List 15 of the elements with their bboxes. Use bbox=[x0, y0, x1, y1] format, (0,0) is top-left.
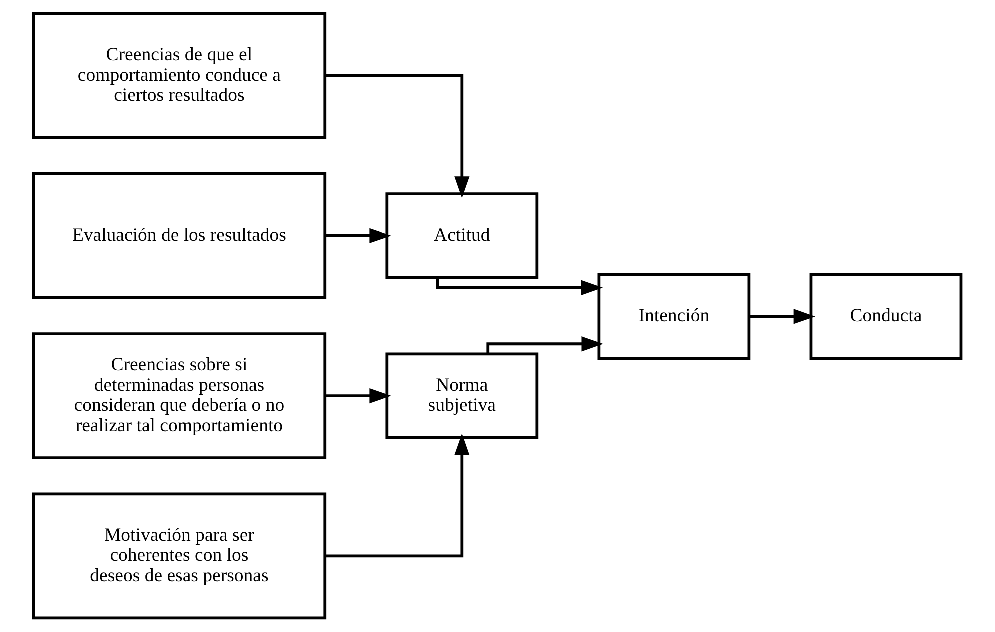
arrow bbox=[486, 336, 604, 354]
arrow bbox=[325, 434, 470, 558]
node-box: Norma subjetiva bbox=[386, 352, 539, 440]
arrow bbox=[325, 228, 392, 244]
node-box: Motivación para ser coherentes con los deseos de esas personas bbox=[32, 492, 327, 620]
node-box: Evaluación de los resultados bbox=[32, 172, 327, 300]
arrow bbox=[325, 74, 470, 198]
node-box: Creencias de que el comportamiento conduce a ciertos resultados bbox=[32, 12, 327, 140]
node-box: Intención bbox=[598, 273, 751, 360]
node-box: Actitud bbox=[386, 192, 539, 280]
arrow bbox=[325, 388, 392, 404]
node-box: Conducta bbox=[810, 273, 963, 360]
arrow bbox=[750, 309, 816, 324]
node-box: Creencias sobre si determinadas personas consideran que debería o no realizar tal comportamiento bbox=[32, 332, 327, 460]
arrow bbox=[436, 278, 604, 296]
